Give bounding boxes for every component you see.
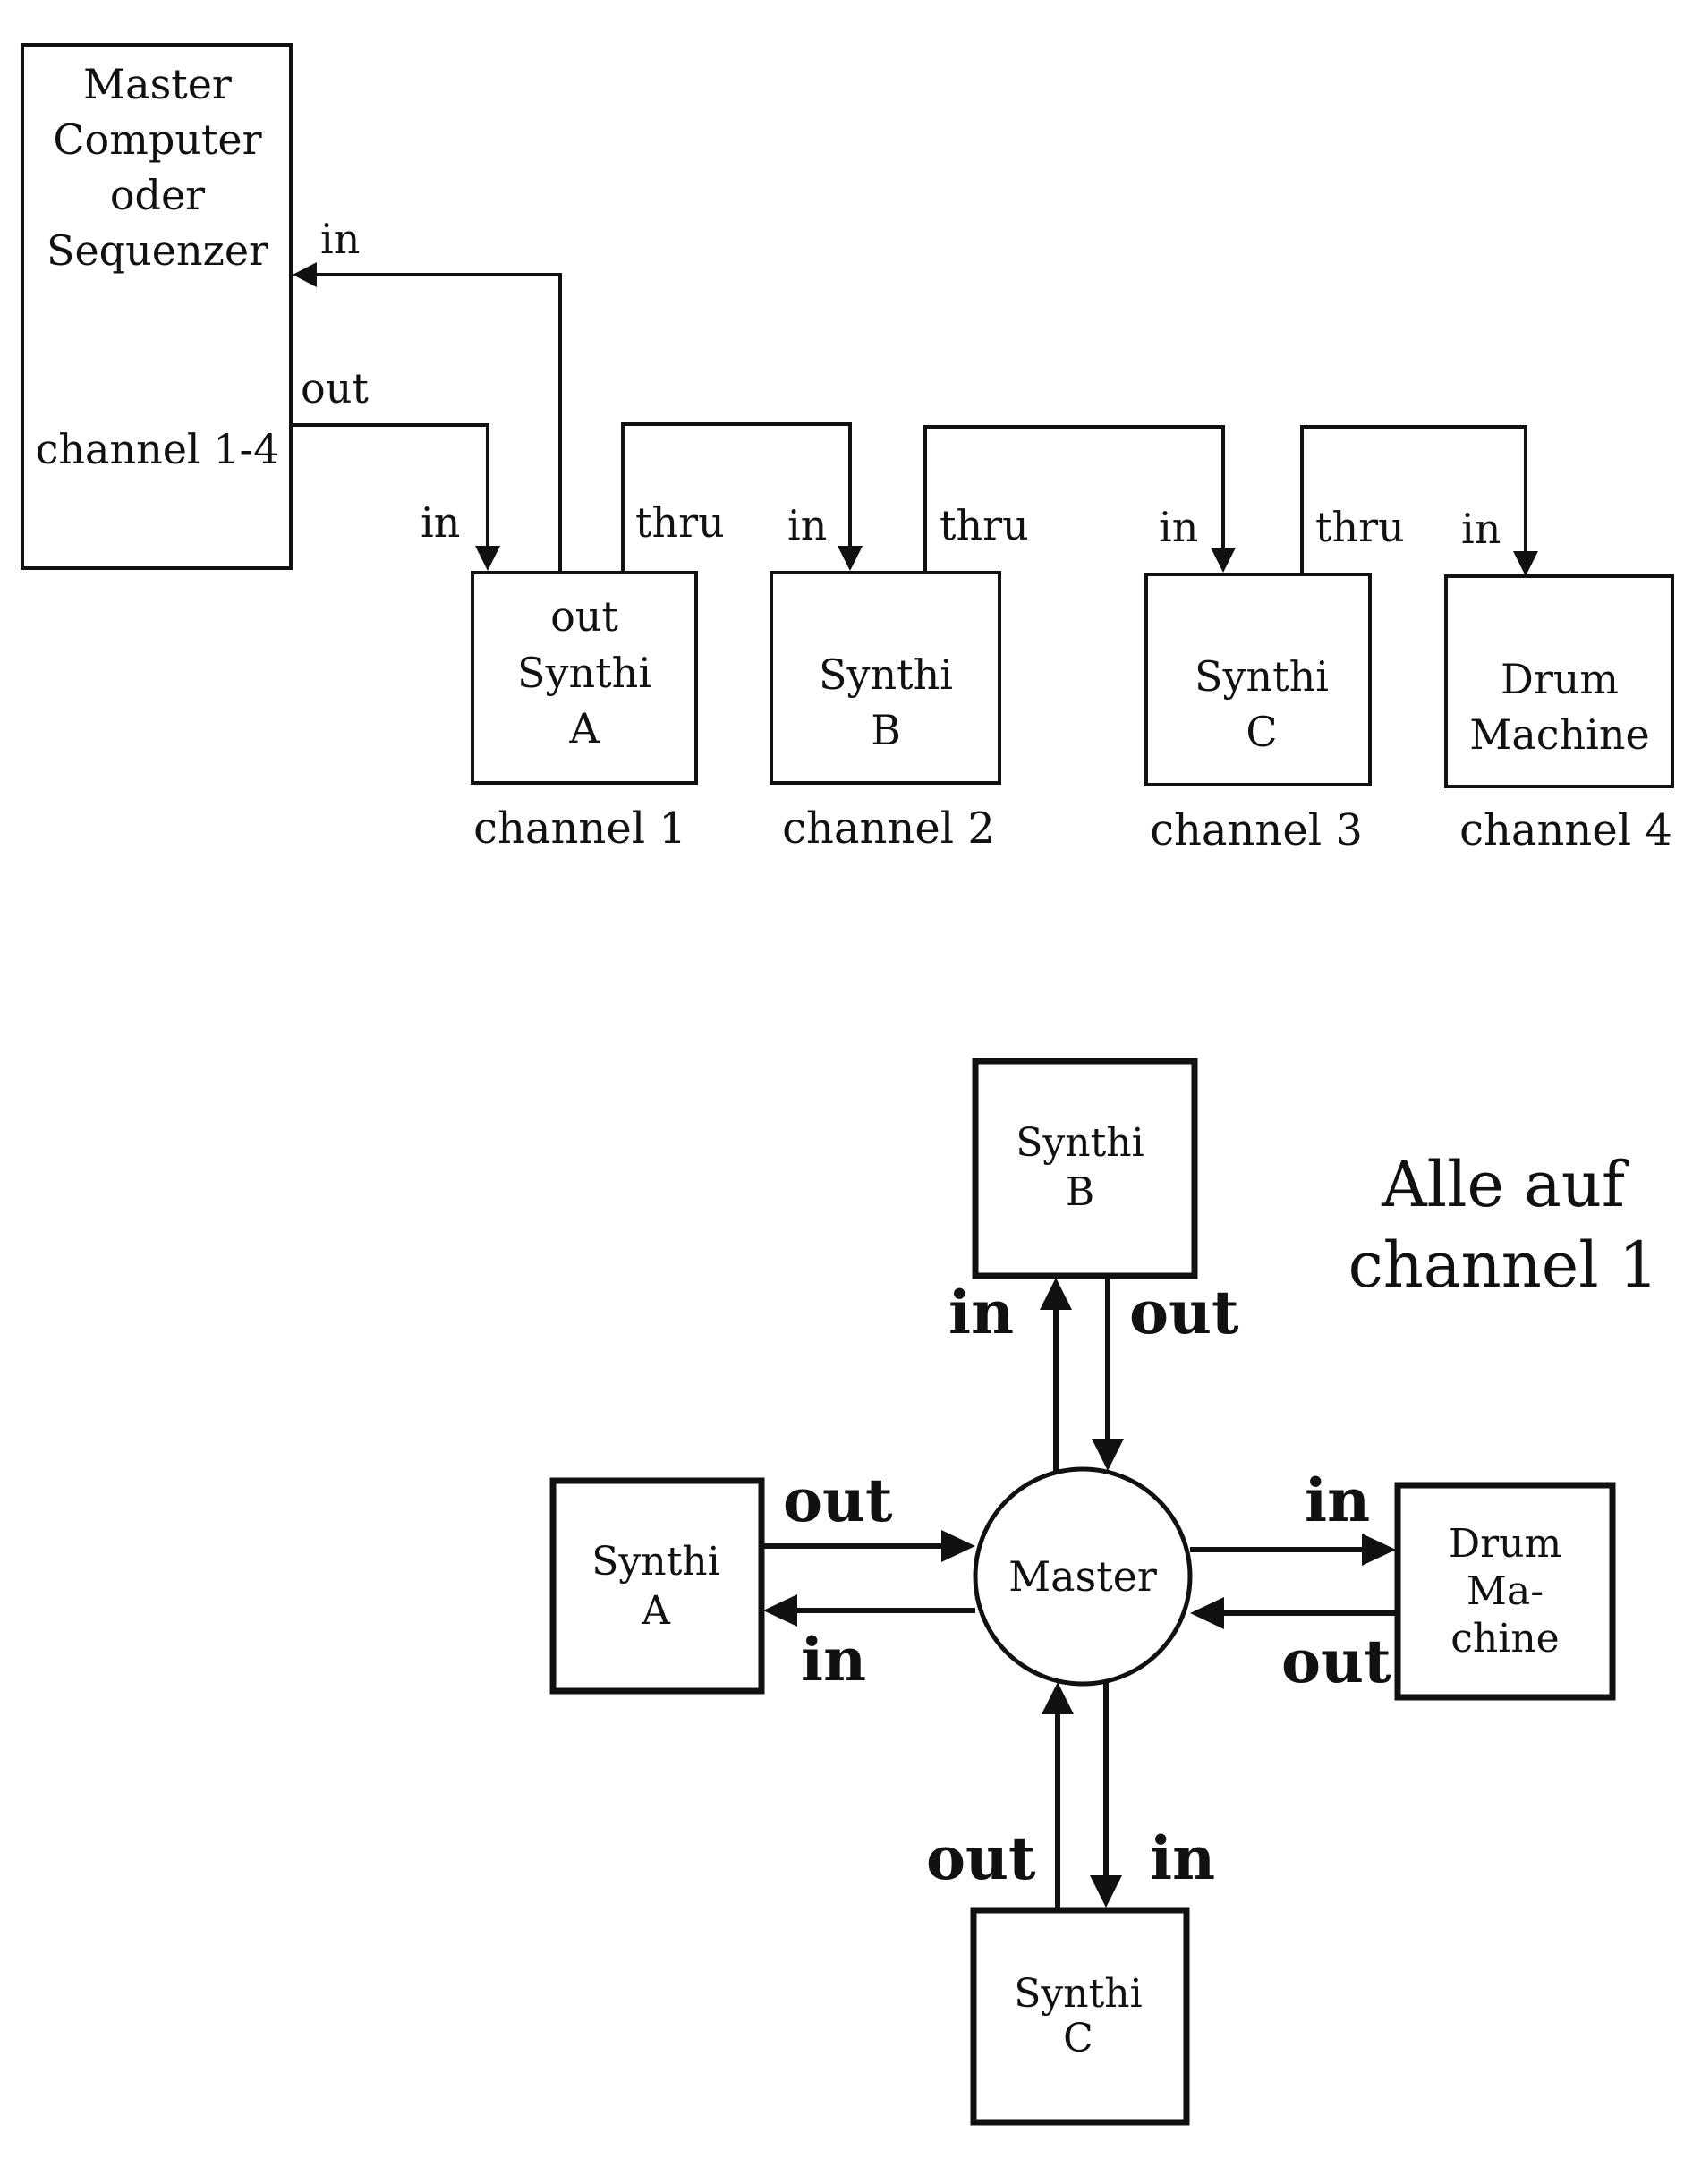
star-synth-c-line-1: Synthi: [1014, 1971, 1142, 2017]
star-drum-line-2: Ma-: [1467, 1568, 1544, 1614]
star-synth-a-out-label: out: [783, 1466, 893, 1535]
synth-a-label-line-1: Synthi: [517, 649, 651, 697]
master-label-line-1: Master: [83, 60, 232, 108]
heading-line-1: Alle auf: [1381, 1148, 1629, 1221]
star-synth-b-line-1: Synthi: [1016, 1120, 1144, 1166]
master-channel-label: channel 1-4: [36, 425, 280, 473]
synth-b-channel-label: channel 2: [782, 803, 995, 854]
wire-synth-b-out-to-master: [1092, 1278, 1124, 1471]
synth-a-node: out Synthi A: [471, 571, 698, 785]
master-label-line-2: Computer: [53, 115, 261, 164]
star-synth-b-node: Synthi B: [972, 1058, 1198, 1279]
wire-synth-b-thru-to-synth-c-in: [923, 425, 1236, 573]
synth-c-node: Synthi C: [1144, 573, 1372, 786]
synth-c-box: [1144, 573, 1372, 786]
synth-a-label-line-2: A: [568, 704, 600, 752]
wire-master-to-drum-in: [1190, 1534, 1396, 1566]
star-synth-c-in-label: in: [1150, 1823, 1215, 1893]
drum-label-line-2: Machine: [1469, 710, 1649, 759]
synth-c-in-label: in: [1159, 503, 1198, 551]
wire-master-to-synth-c-in: [1090, 1682, 1122, 1908]
star-synth-a-in-label: in: [801, 1625, 866, 1695]
wire-synth-a-thru-to-synth-b-in: [621, 422, 863, 573]
synth-a-in-label: in: [421, 498, 460, 547]
master-out-label: out: [301, 364, 369, 412]
wire-master-out-to-synth-a-in: [291, 423, 500, 571]
drum-label-line-1: Drum: [1501, 655, 1619, 703]
master-label: Master: [1008, 1552, 1157, 1601]
synth-a-box: [471, 571, 698, 785]
wire-synth-c-thru-to-drum-in: [1300, 425, 1538, 576]
drum-in-label: in: [1461, 505, 1501, 553]
synth-b-thru-label: thru: [940, 501, 1029, 549]
drum-channel-label: channel 4: [1459, 805, 1672, 855]
wire-master-to-synth-b-in: [1040, 1278, 1072, 1472]
star-synth-b-in-label: in: [948, 1278, 1014, 1347]
synth-c-label-line-1: Synthi: [1195, 652, 1329, 701]
wire-synth-c-out-to-master: [1042, 1682, 1074, 1908]
wire-master-to-synth-a-in: [763, 1594, 975, 1627]
master-circle: [973, 1466, 1193, 1687]
daisy-chain-diagram: Master Computer oder Sequenzer channel 1…: [21, 43, 1674, 855]
master-node: Master: [973, 1466, 1193, 1687]
star-synth-c-line-2: C: [1063, 2016, 1093, 2061]
heading-line-2: channel 1: [1348, 1228, 1659, 1302]
wire-drum-out-to-master: [1190, 1597, 1396, 1629]
star-drum-out-label: out: [1281, 1627, 1391, 1696]
star-drum-line-3: chine: [1450, 1616, 1559, 1661]
synth-c-channel-label: channel 3: [1150, 805, 1363, 855]
master-label-line-4: Sequenzer: [47, 226, 268, 275]
star-synth-b-box: [972, 1058, 1198, 1279]
master-in-label: in: [320, 215, 360, 263]
star-synth-a-line-1: Synthi: [591, 1539, 719, 1585]
star-drum-in-label: in: [1305, 1466, 1370, 1535]
star-synth-a-node: Synthi A: [549, 1477, 765, 1695]
star-drum-machine-node: Drum Ma- chine: [1394, 1482, 1616, 1701]
star-synth-c-out-label: out: [926, 1823, 1036, 1893]
star-synth-b-out-label: out: [1129, 1278, 1239, 1347]
wire-synth-a-out-to-master-in: [293, 262, 562, 573]
drum-machine-node: Drum Machine: [1444, 574, 1674, 788]
master-label-line-3: oder: [110, 171, 205, 219]
master-computer-node: Master Computer oder Sequenzer channel 1…: [21, 43, 293, 570]
synth-b-label-line-2: B: [871, 706, 901, 754]
synth-c-label-line-2: C: [1246, 708, 1277, 756]
star-synth-c-node: Synthi C: [970, 1907, 1190, 2126]
master-computer-box: [21, 43, 293, 570]
synth-c-thru-label: thru: [1315, 503, 1405, 551]
star-synth-a-line-2: A: [641, 1588, 671, 1634]
synth-b-box: [770, 571, 1001, 785]
drum-machine-box: [1444, 574, 1674, 788]
star-diagram: Alle auf channel 1 Master Synthi B in ou…: [549, 1058, 1659, 2126]
synth-b-node: Synthi B: [770, 571, 1001, 785]
synth-a-out-label: out: [550, 592, 618, 641]
star-synth-c-box: [970, 1907, 1190, 2126]
star-drum-line-1: Drum: [1449, 1521, 1561, 1567]
star-drum-machine-box: [1394, 1482, 1616, 1701]
star-synth-a-box: [549, 1477, 765, 1695]
synth-a-thru-label: thru: [635, 498, 725, 547]
wire-synth-a-out-to-master: [763, 1530, 975, 1562]
star-synth-b-line-2: B: [1066, 1169, 1094, 1215]
synth-b-label-line-1: Synthi: [819, 650, 953, 699]
synth-a-channel-label: channel 1: [473, 803, 686, 854]
synth-b-in-label: in: [787, 501, 827, 549]
